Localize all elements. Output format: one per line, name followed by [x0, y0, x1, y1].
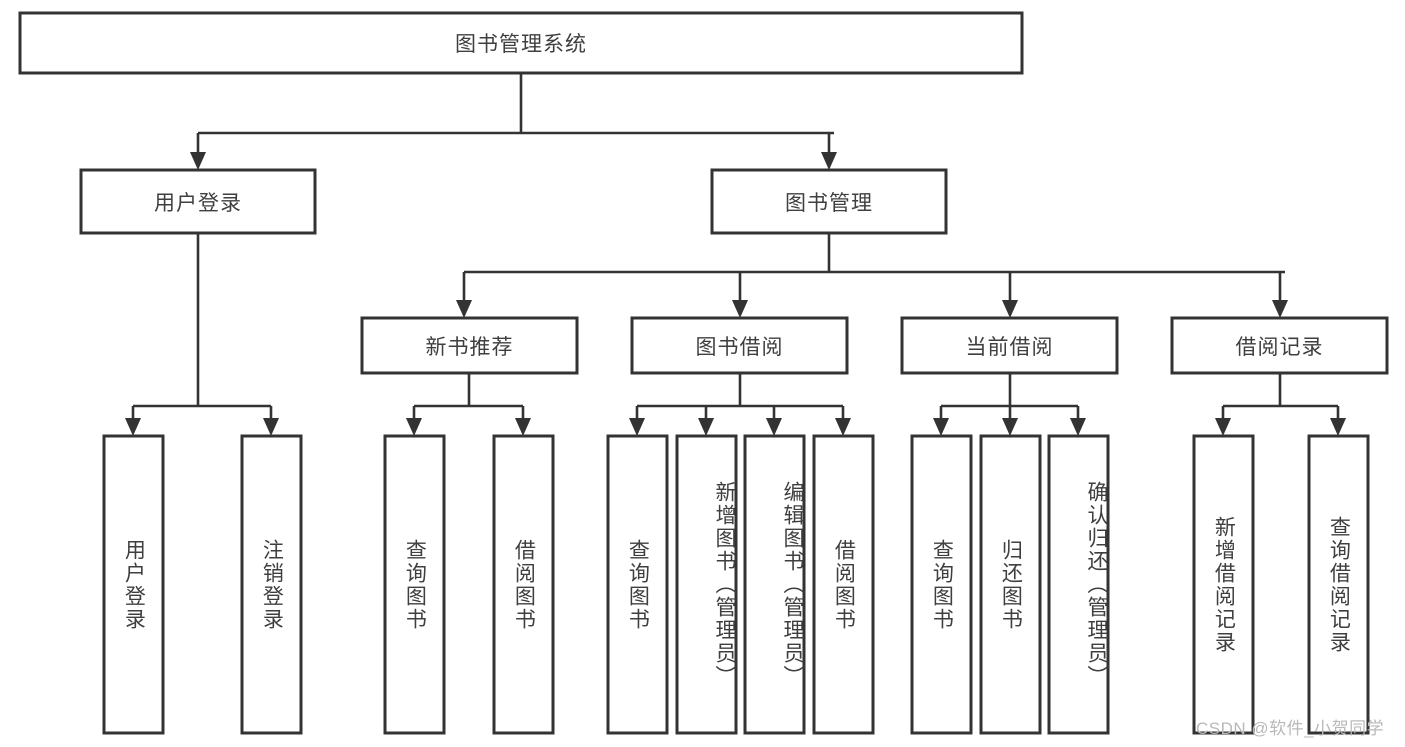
connector-userlogin-to-leaves [125, 233, 279, 436]
box-leaf-query-borrow-record[interactable] [1307, 434, 1370, 735]
box-borrow-record[interactable] [1170, 316, 1389, 375]
box-current-borrow[interactable] [900, 316, 1119, 375]
box-book-management[interactable] [710, 168, 948, 235]
box-root[interactable] [18, 11, 1024, 75]
box-leaf-query-book-2[interactable] [606, 434, 669, 735]
box-book-borrow[interactable] [630, 316, 849, 375]
connector-bookborrow-to-leaves [629, 373, 851, 436]
box-leaf-edit-book[interactable] [743, 434, 806, 735]
box-leaf-add-book[interactable] [675, 434, 738, 735]
box-leaf-borrow-book-2[interactable] [812, 434, 875, 735]
box-leaf-return-book[interactable] [979, 434, 1042, 735]
connector-currentborrow-to-leaves [933, 373, 1086, 436]
box-user-login[interactable] [79, 168, 317, 235]
box-new-book-recommend[interactable] [360, 316, 579, 375]
box-leaf-add-borrow-record[interactable] [1192, 434, 1255, 735]
connector-borrowrecord-to-leaves [1215, 373, 1346, 436]
connector-root-to-level2 [190, 73, 837, 170]
connector-newbook-to-leaves [406, 373, 531, 436]
box-leaf-user-login[interactable] [102, 434, 165, 735]
box-leaf-logout[interactable] [240, 434, 303, 735]
box-leaf-query-book-3[interactable] [910, 434, 973, 735]
box-leaf-borrow-book-1[interactable] [492, 434, 555, 735]
box-leaf-query-book-1[interactable] [383, 434, 446, 735]
connector-bookmgmt-to-level3 [456, 233, 1288, 318]
box-leaf-confirm-return[interactable] [1047, 434, 1110, 735]
